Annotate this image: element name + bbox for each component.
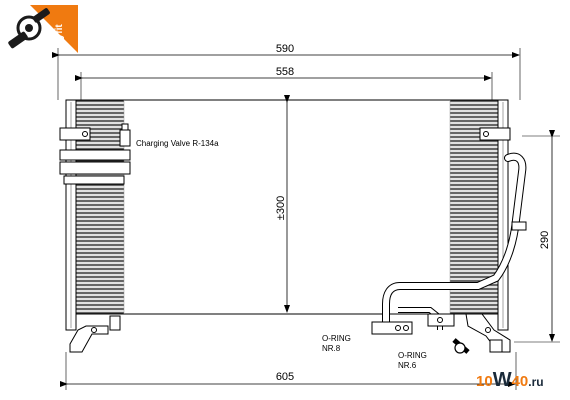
oring-nr6-callout: O-RING NR.6 <box>398 351 427 370</box>
watermark-part-ru: .ru <box>528 375 544 389</box>
oring-nr6-size: NR.6 <box>398 361 417 370</box>
watermark-part-40: 40 <box>511 373 529 390</box>
oring-nr8-callout: O-RING NR.8 <box>322 334 351 353</box>
bottom-brackets <box>69 313 511 353</box>
dimension-top-core: 558 <box>75 66 493 100</box>
inner-pipe <box>398 307 470 354</box>
outlet-fitting-nr8 <box>371 321 413 335</box>
easyfit-logo: easyfit <box>8 5 78 56</box>
watermark-10w40: 10W40.ru <box>476 369 544 391</box>
left-header-tank <box>59 99 131 331</box>
dim-core-height-label: ±300 <box>275 196 287 220</box>
oring-nr8-title: O-RING <box>322 334 351 343</box>
charging-valve: Charging Valve R-134a <box>119 123 219 148</box>
dimension-right-height: 290 <box>514 130 560 343</box>
oring-nr8-size: NR.8 <box>322 344 341 353</box>
charging-valve-label: Charging Valve R-134a <box>136 139 219 148</box>
dim-top-overall-label: 590 <box>276 43 294 55</box>
wrench-gear-icon <box>8 8 50 49</box>
right-bracket-top <box>479 127 511 141</box>
nr6-flange <box>454 342 466 354</box>
dim-right-height-label: 290 <box>539 231 551 249</box>
left-bracket-top <box>59 127 91 141</box>
oring-nr6-title: O-RING <box>398 351 427 360</box>
left-fitting-block <box>59 161 131 175</box>
dimension-top-overall: 590 <box>52 43 521 100</box>
dimension-core-height: ±300 <box>275 95 290 313</box>
watermark-part-w: W <box>492 369 512 391</box>
outlet-pipe <box>371 152 527 335</box>
right-header-tank <box>479 99 511 331</box>
watermark-part-10: 10 <box>476 373 493 390</box>
dim-top-core-label: 558 <box>276 66 294 78</box>
dimension-bottom-overall: 605 <box>60 352 517 390</box>
dim-bottom-overall-label: 605 <box>276 371 294 383</box>
left-inlet-pipe <box>59 149 131 161</box>
logo-text: easyfit <box>54 24 65 56</box>
